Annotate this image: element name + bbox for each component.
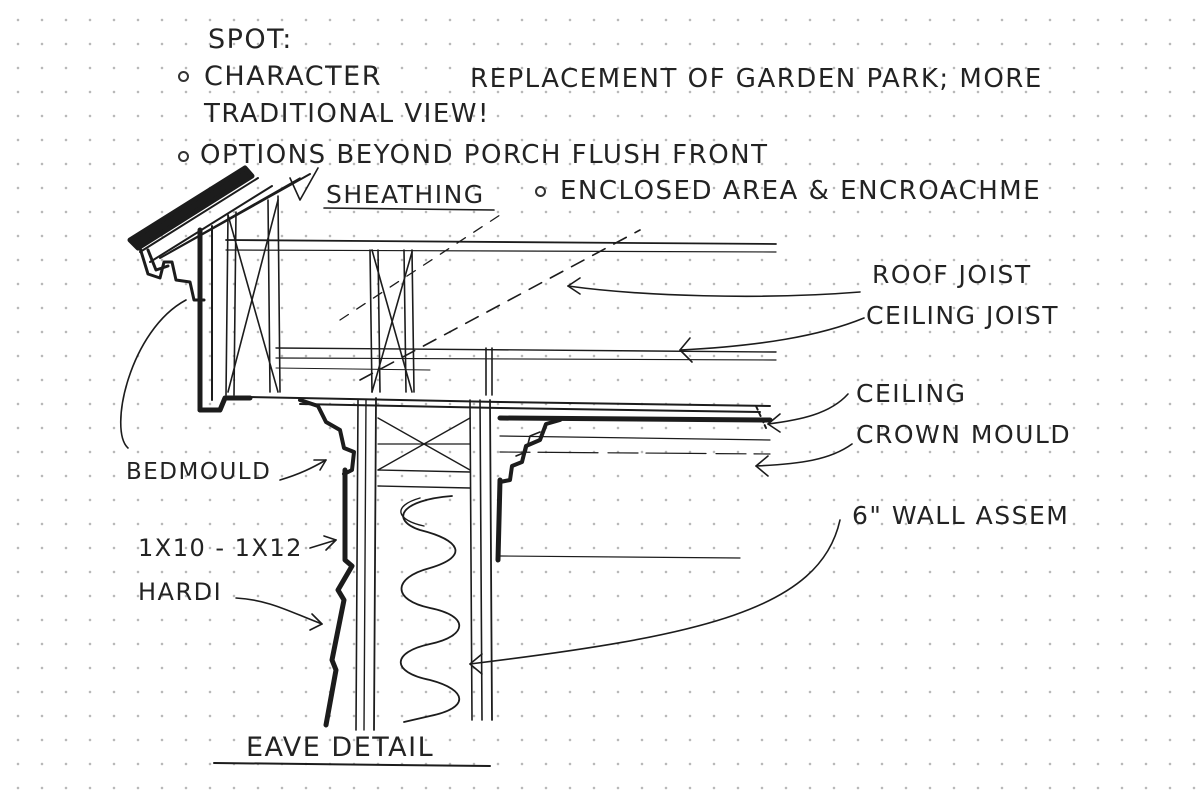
bullet-icon: [178, 71, 189, 82]
label-sheathing: SHEATHING: [326, 180, 485, 209]
fascia-board: [197, 225, 253, 413]
note-spot: SPOT:: [208, 24, 293, 55]
label-ceiling: CEILING: [856, 379, 967, 408]
label-wall-assembly: 6" WALL ASSEM: [852, 501, 1070, 530]
label-trim: 1X10 - 1X12: [138, 534, 303, 562]
bedmould-profile: [298, 398, 356, 476]
note-options: OPTIONS BEYOND PORCH FLUSH FRONT: [200, 140, 769, 170]
note-character-label: CHARACTER: [204, 61, 382, 92]
sheathing-underline: [323, 207, 495, 211]
title-underline: [213, 762, 491, 767]
leader-lines: [120, 167, 865, 675]
roof-slope-dashed: [359, 229, 641, 381]
bullet-icon: [178, 151, 189, 162]
note-character-text-2: TRADITIONAL VIEW!: [204, 99, 490, 129]
label-ceiling-joist: CEILING JOIST: [866, 301, 1060, 330]
label-hardi: HARDI: [138, 578, 223, 606]
crown-mould-profile: [498, 418, 562, 484]
label-bedmould: BEDMOULD: [126, 459, 272, 485]
roof-joist-member: [275, 249, 777, 396]
label-crown-mould: CROWN MOULD: [856, 420, 1072, 449]
bullet-icon: [535, 186, 546, 197]
gutter-profile: [138, 246, 206, 302]
label-roof-joist: ROOF JOIST: [872, 260, 1032, 289]
wall-assembly: [323, 397, 771, 731]
note-enclosed: ENCLOSED AREA & ENCROACHME: [560, 176, 1042, 206]
roof-slope-dashed-2: [339, 214, 501, 321]
roof-edge: [127, 165, 311, 263]
diagram-title: EAVE DETAIL: [246, 732, 435, 763]
roof-framing: [225, 195, 777, 396]
note-character-text: REPLACEMENT OF GARDEN PARK; MORE: [470, 64, 1043, 94]
